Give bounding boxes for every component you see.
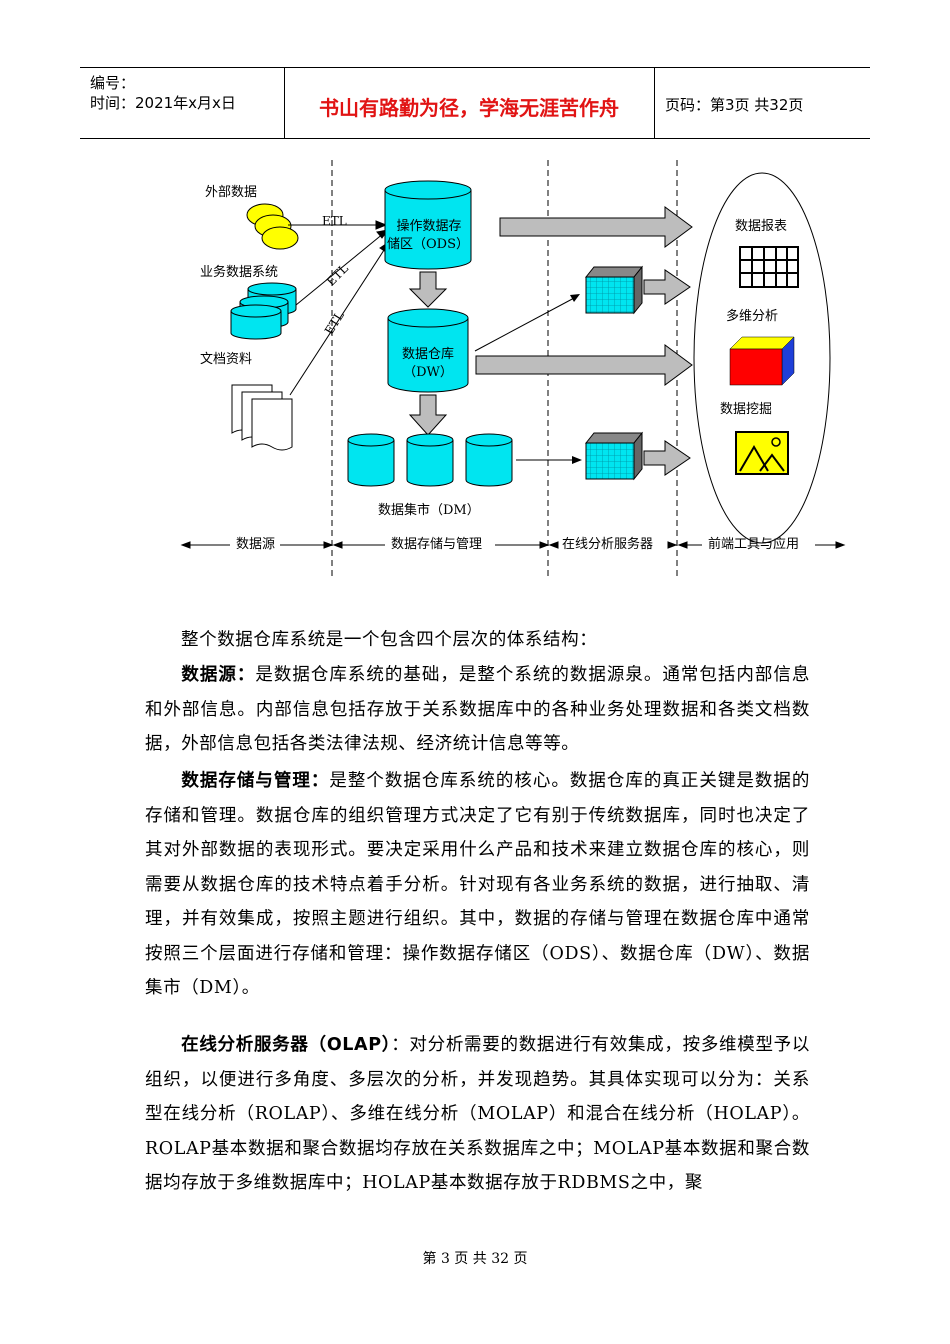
cube2-to-frontend-arrow [643,440,691,476]
dw-to-dm-arrow [408,394,448,436]
olap-cube-1 [584,265,644,315]
ods-label-1: 操作数据存 [396,219,462,234]
number-label: 编号： [90,74,136,92]
section-storage-label: 数据存储与管理 [391,537,483,552]
page-footer: 第 3 页 共 32 页 [422,1251,528,1267]
text-data-source: 是数据仓库系统的基础，是整个系统的数据源泉。通常包括内部信息和外部信息。内部信息… [145,665,810,754]
olap-cube-2 [584,431,644,481]
intro-text: 整个数据仓库系统是一个包含四个层次的体系结构： [181,630,598,650]
external-data-icon [246,203,299,250]
paragraph-storage: 数据存储与管理：是整个数据仓库系统的核心。数据仓库的真正关键是数据的存储和管理。… [145,764,810,1006]
text-olap: ：对分析需要的数据进行有效集成，按多维模型予以组织，以便进行多角度、多层次的分析… [145,1035,810,1193]
paragraph-olap: 在线分析服务器（OLAP）：对分析需要的数据进行有效集成，按多维模型予以组织，以… [145,1028,810,1201]
ods-to-dw-arrow [408,271,448,308]
motto: 书山有路勤为径，学海无涯苦作舟 [319,96,619,120]
report-label: 数据报表 [735,219,788,234]
mining-label: 数据挖掘 [720,402,773,417]
text-storage: 是整个数据仓库系统的核心。数据仓库的真正关键是数据的存储和管理。数据仓库的组织管… [145,771,810,998]
etl-arrow-3 [289,246,387,396]
report-grid-icon [739,246,799,288]
ods-cylinder [384,180,472,270]
etl-arrow-2 [295,232,385,306]
time-label: 时间：2021年x月x日 [90,94,236,112]
paragraph-data-source: 数据源：是数据仓库系统的基础，是整个系统的数据源泉。通常包括内部信息和外部信息。… [145,658,810,762]
section-source-label: 数据源 [236,537,276,552]
header-left-cell: 编号： 时间：2021年x月x日 [80,68,285,138]
term-storage: 数据存储与管理： [181,771,330,791]
dw-label-2: （DW） [403,365,453,380]
ods-to-frontend-arrow [499,206,693,248]
section-olap-label: 在线分析服务器 [562,537,654,552]
mining-icon [735,431,789,475]
dw-to-cube-arrow [474,296,577,352]
dm-cylinders [347,433,513,487]
dw-cylinder [387,308,469,393]
ods-label-2: 储区（ODS） [387,237,469,252]
page-info: 页码：第3页 共32页 [665,96,804,114]
header-right-cell: 页码：第3页 共32页 [655,68,870,138]
diagram-graphics [180,160,846,580]
cube1-to-frontend-arrow [643,269,691,305]
page-header: 编号： 时间：2021年x月x日 书山有路勤为径，学海无涯苦作舟 页码：第3页 … [80,67,870,139]
header-mid-cell: 书山有路勤为径，学海无涯苦作舟 [284,68,655,138]
multidim-cube-icon [729,336,795,386]
section-frontend-label: 前端工具与应用 [708,537,800,552]
multidim-label: 多维分析 [726,309,779,324]
dw-label-1: 数据仓库 [401,347,454,362]
intro-paragraph: 整个数据仓库系统是一个包含四个层次的体系结构： [145,623,810,658]
dm-label: 数据集市（DM） [378,503,480,518]
business-systems-label: 业务数据系统 [200,265,279,280]
dw-to-frontend-arrow [475,344,693,386]
term-data-source: 数据源： [181,665,256,685]
documents-icon [231,384,293,451]
business-db-icon [230,282,297,340]
documents-label: 文档资料 [200,352,253,367]
etl-label-1: ETL [322,214,347,228]
external-data-label: 外部数据 [205,185,258,200]
architecture-diagram: 外部数据 业务数据系统 文档资料 ETL ETL ETL 操作数据存 储区（OD… [170,155,860,585]
term-olap: 在线分析服务器（OLAP） [181,1035,392,1055]
